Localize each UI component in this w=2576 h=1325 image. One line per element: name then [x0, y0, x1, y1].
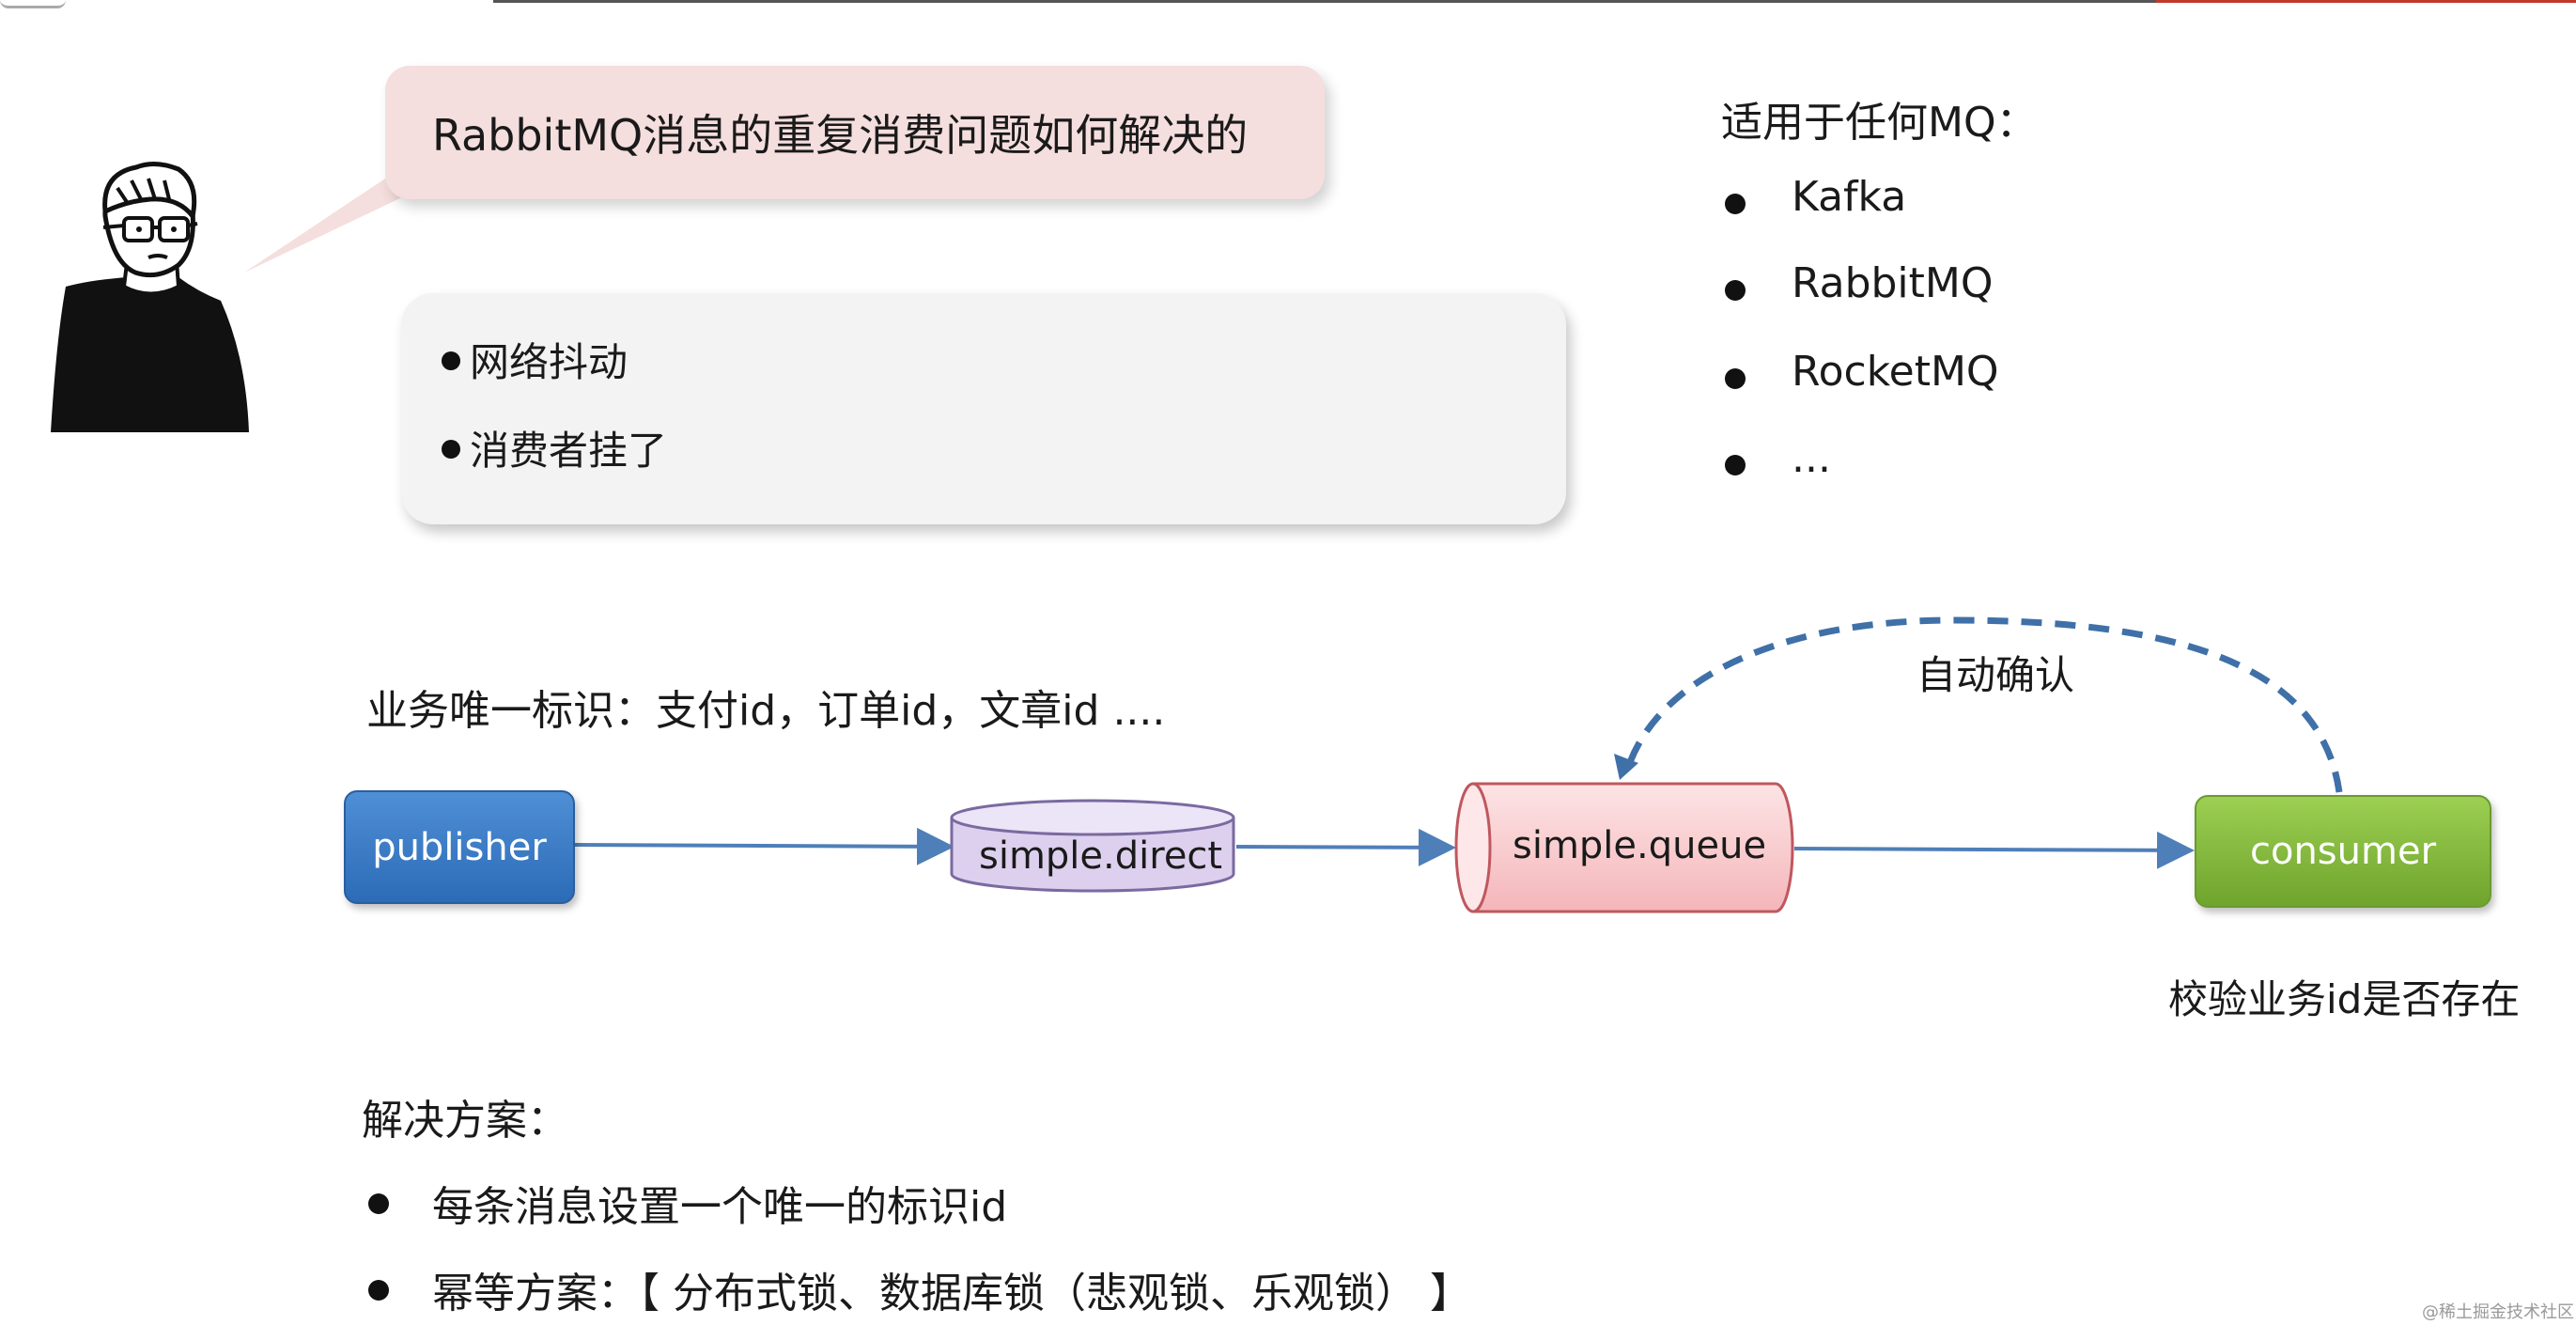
person-icon: [51, 162, 249, 432]
top-rule: [493, 0, 2576, 3]
bullet-icon: [368, 1280, 389, 1301]
business-id-note: 业务唯一标识：支付id，订单id，文章id ....: [366, 687, 1166, 735]
bullet-icon: [442, 351, 460, 370]
bullet-icon: [1725, 194, 1746, 214]
question-text: RabbitMQ消息的重复消费问题如何解决的: [432, 110, 1249, 161]
applicable-title: 适用于任何MQ：: [1721, 99, 2038, 147]
bullet-icon: [1725, 368, 1746, 389]
solution-item: 幂等方案：【 分布式锁、数据库锁（悲观锁、乐观锁） 】: [368, 1259, 1471, 1319]
mq-list-item: RocketMQ: [1725, 348, 1999, 396]
auto-ack-arrowhead: [1614, 754, 1638, 780]
speech-bubble-tail: [244, 179, 442, 273]
arrow-queue-consumer: [1793, 831, 2195, 869]
cause-item: 消费者挂了: [442, 419, 667, 476]
exchange-label: simple.direct: [979, 834, 1223, 878]
arrow-exchange-queue: [1235, 828, 1456, 866]
top-rule-accent: [2156, 0, 2576, 3]
bullet-icon: [368, 1193, 389, 1214]
question-bubble: [385, 66, 1325, 199]
bullet-icon: [1725, 455, 1746, 475]
bullet-icon: [1725, 280, 1746, 301]
mq-list-item: ...: [1725, 434, 1831, 482]
corner-decoration: [0, 0, 66, 8]
bullet-icon: [442, 440, 460, 459]
exchange-cylinder: [950, 799, 1235, 893]
queue-cylinder: [1454, 782, 1794, 913]
arrow-publisher-exchange: [572, 827, 954, 865]
auto-ack-label: 自动确认: [1916, 652, 2075, 698]
consumer-node: consumer: [2195, 795, 2491, 908]
watermark: @稀土掘金技术社区: [2422, 1302, 2574, 1322]
auto-ack-arc: [1623, 616, 2343, 793]
queue-label: simple.queue: [1513, 824, 1767, 867]
mq-list-item: Kafka: [1725, 173, 1906, 221]
consumer-note: 校验业务id是否存在: [2168, 976, 2521, 1022]
causes-box: [401, 293, 1566, 524]
cause-item: 网络抖动: [442, 331, 628, 388]
publisher-node: publisher: [344, 790, 575, 904]
solution-item: 每条消息设置一个唯一的标识id: [368, 1173, 1007, 1233]
mq-list-item: RabbitMQ: [1725, 259, 1994, 307]
solution-title: 解决方案：: [362, 1097, 568, 1145]
